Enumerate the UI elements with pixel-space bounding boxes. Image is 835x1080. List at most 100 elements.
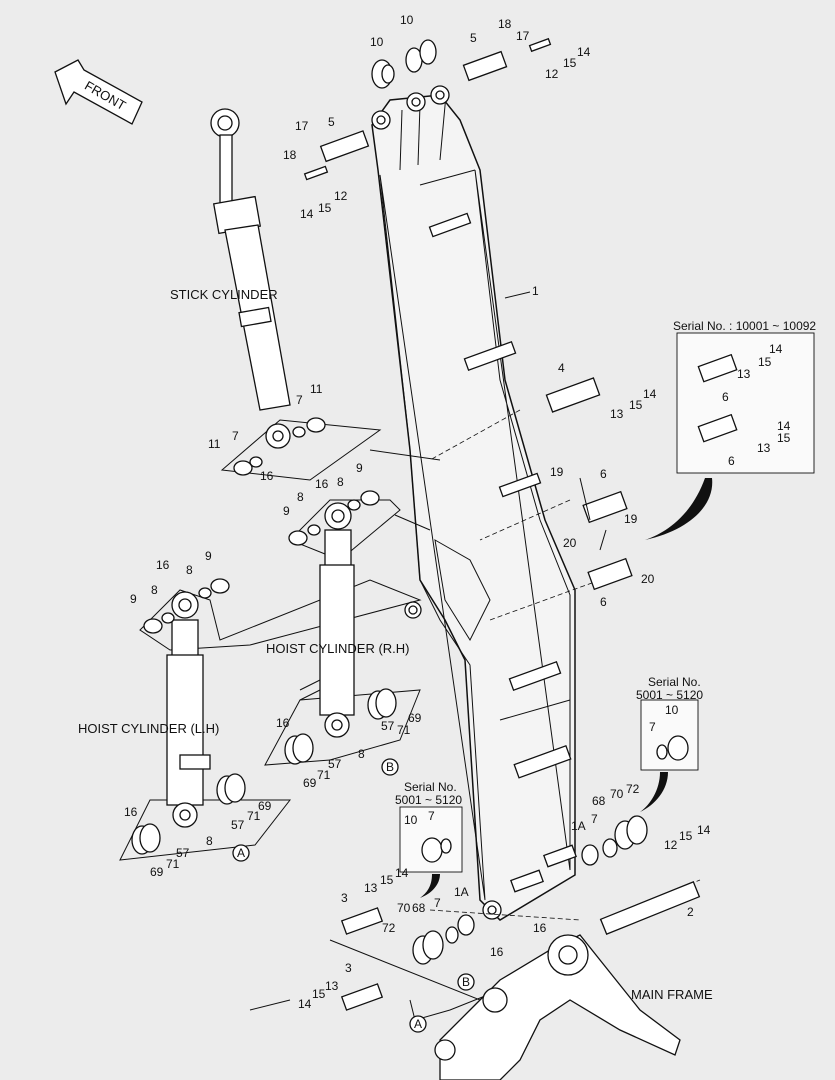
part-15-label: 15 [679, 829, 693, 843]
part-15-label: 15 [318, 201, 332, 215]
marker-a-bottom: A [409, 1015, 427, 1033]
marker-b-bottom: B [457, 973, 475, 991]
part-13-label: 13 [325, 979, 339, 993]
part-3-label: 3 [345, 961, 352, 975]
marker-b-label: B [386, 760, 394, 774]
part-8-label: 8 [206, 834, 213, 848]
pin-4 [545, 377, 601, 413]
bushing-stack-base-left [412, 914, 475, 965]
bushing-stack-rh [284, 688, 397, 765]
part-16-label: 16 [124, 805, 138, 819]
part-16-label: 16 [533, 921, 547, 935]
part-11-label: 11 [310, 382, 323, 396]
part-10-label: 10 [370, 35, 384, 49]
serial-title-1: Serial No. : 10001 ~ 10092 [673, 319, 816, 333]
stick-pin-ribbon [220, 419, 382, 481]
marker-a-label: A [414, 1017, 422, 1031]
part-18-label: 18 [498, 17, 512, 31]
part-8-label: 8 [151, 583, 158, 597]
part-8-label: 8 [337, 475, 344, 489]
part-72-label: 72 [382, 921, 396, 935]
part-14-label: 14 [697, 823, 711, 837]
part-15-label: 15 [758, 355, 772, 369]
front-arrow-icon: FRONT [54, 59, 143, 125]
part-15-label: 15 [563, 56, 577, 70]
part-15-label: 15 [777, 431, 791, 445]
part-9-label: 9 [283, 504, 290, 518]
part-16-label: 16 [260, 469, 274, 483]
serial-range-3: 5001 ~ 5120 [395, 793, 462, 807]
serial-title-3: Serial No. [404, 780, 457, 794]
part-20-label: 20 [563, 536, 577, 550]
callout-arrow-icon [640, 772, 668, 812]
pin-2 [599, 881, 701, 935]
part-68-label: 68 [412, 901, 426, 915]
part-6-label: 6 [728, 454, 735, 468]
part-12-label: 12 [664, 838, 678, 852]
part-71-label: 71 [166, 857, 180, 871]
washer-stick-lower [233, 417, 326, 476]
part-57-label: 57 [176, 846, 190, 860]
serial-box-1 [645, 332, 815, 540]
part-10-label: 10 [400, 13, 414, 27]
part-14-label: 14 [395, 866, 409, 880]
part-16-label: 16 [156, 558, 170, 572]
serial-box-2 [640, 699, 699, 812]
part-8-label: 8 [297, 490, 304, 504]
part-14-label: 14 [300, 207, 314, 221]
part-13-label: 13 [737, 367, 751, 381]
part-14-label: 14 [777, 419, 791, 433]
part-6-label: 6 [600, 595, 607, 609]
hoist-rh-title: HOIST CYLINDER (R.H) [266, 641, 410, 656]
part-6-label: 6 [600, 467, 607, 481]
serial-title-2: Serial No. [648, 675, 701, 689]
part-7-label: 7 [434, 896, 441, 910]
part-13-label: 13 [364, 881, 378, 895]
part-1-label: 1 [532, 284, 539, 298]
marker-b-label: B [462, 975, 470, 989]
bushing-stack-base-right [581, 815, 648, 866]
part-7-label: 7 [296, 393, 303, 407]
part-8-label: 8 [358, 747, 365, 761]
part-18-label: 18 [283, 148, 297, 162]
part-70-label: 70 [397, 901, 411, 915]
part-9-label: 9 [356, 461, 363, 475]
part-15-label: 15 [629, 398, 643, 412]
part-1a-label: 1A [454, 885, 469, 899]
pin-3-lower [340, 983, 384, 1011]
part-14-label: 14 [643, 387, 657, 401]
bushing-stack-lh [131, 773, 246, 855]
part-19-label: 19 [624, 512, 638, 526]
part-15-label: 15 [380, 873, 394, 887]
part-14-label: 14 [298, 997, 312, 1011]
part-9-label: 9 [205, 549, 212, 563]
part-57-label: 57 [328, 757, 342, 771]
part-2-label: 2 [687, 905, 694, 919]
part-7-label: 7 [649, 720, 656, 734]
part-1a-label: 1A [571, 819, 586, 833]
part-10-label: 10 [404, 813, 418, 827]
part-57-label: 57 [231, 818, 245, 832]
part-57-label: 57 [381, 719, 395, 733]
stick-cylinder [210, 108, 291, 449]
part-13-label: 13 [757, 441, 771, 455]
serial-box-3 [399, 806, 463, 898]
part-8-label: 8 [186, 563, 193, 577]
part-17-label: 17 [516, 29, 530, 43]
part-5-label: 5 [470, 31, 477, 45]
part-5-label: 5 [328, 115, 335, 129]
part-4-label: 4 [558, 361, 565, 375]
callout-arrow-icon [645, 478, 713, 540]
part-7-label: 7 [232, 429, 239, 443]
part-68-label: 68 [592, 794, 606, 808]
washer-stack-top [371, 39, 437, 89]
hoist-lh-lower-ribbon [119, 799, 292, 861]
pin-6-lower [587, 529, 633, 591]
stick-cylinder-title: STICK CYLINDER [170, 287, 278, 302]
part-7-label: 7 [591, 812, 598, 826]
part-71-label: 71 [247, 809, 261, 823]
part-7-label: 7 [428, 809, 435, 823]
washer-hoist-lh-top [143, 578, 230, 634]
pin-5-top [462, 37, 552, 82]
